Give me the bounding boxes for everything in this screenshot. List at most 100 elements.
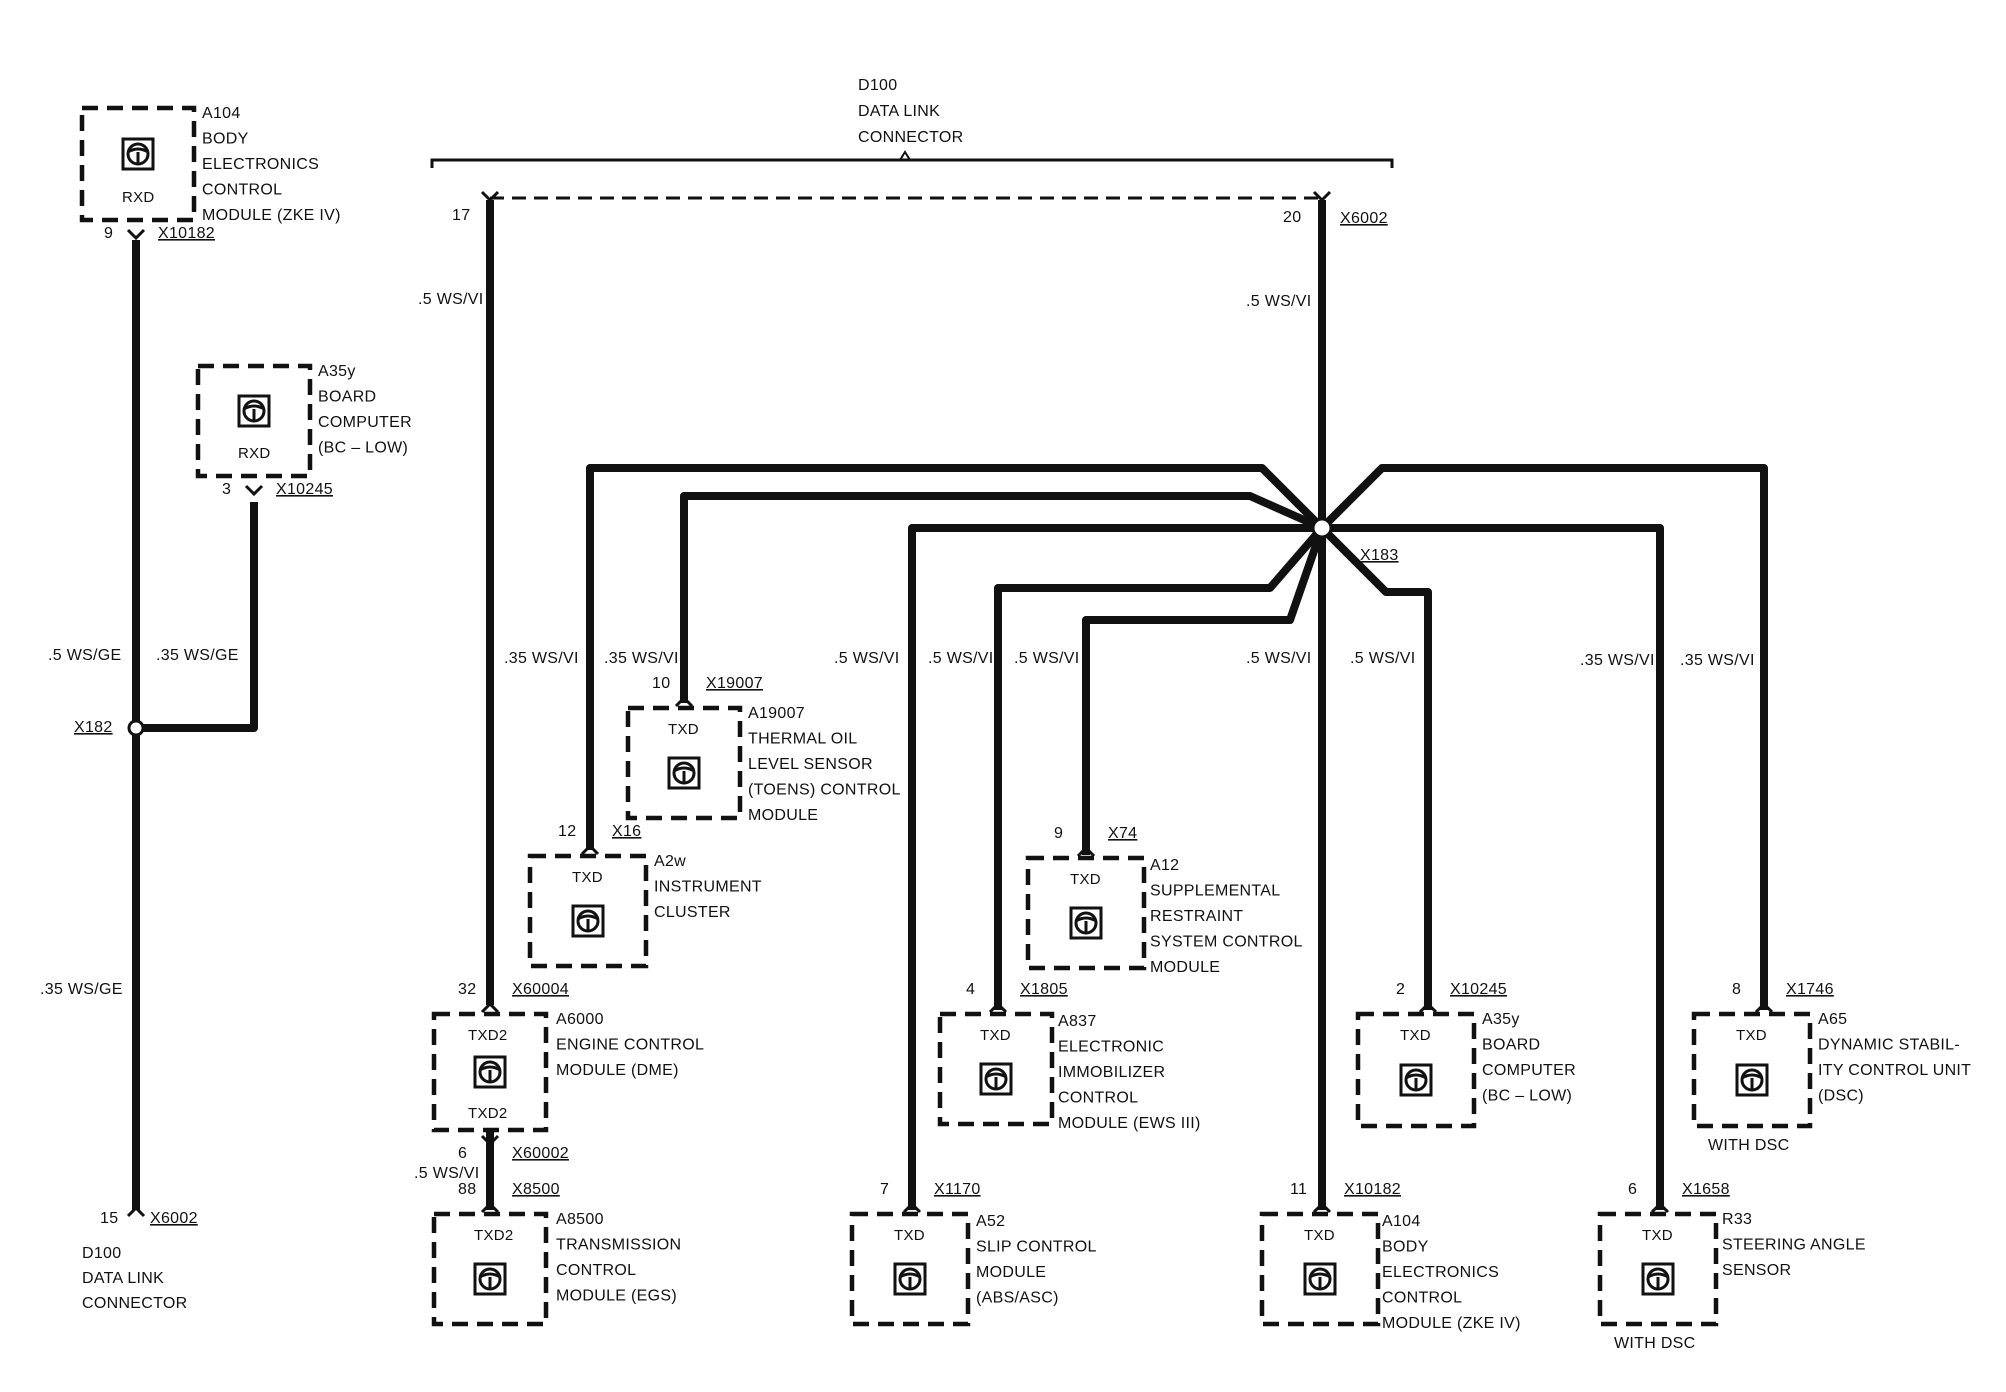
component-label-line: CLUSTER [654, 904, 731, 921]
pin-arrow [126, 228, 146, 241]
component-label-line: A35y [318, 363, 356, 380]
pin-arrow [1312, 1201, 1332, 1214]
wire-a19007 [680, 492, 1324, 703]
component-label-line: BODY [202, 131, 249, 148]
component-note: WITH DSC [1614, 1335, 1696, 1352]
component-label-line: ELECTRONICS [1382, 1264, 1499, 1281]
signal-label: TXD [894, 1227, 925, 1244]
connector-symbol-icon [893, 1262, 927, 1296]
connector-symbol-icon [1069, 906, 1103, 940]
component-label-line: (ABS/ASC) [976, 1290, 1059, 1307]
connector-symbol-icon [1735, 1063, 1769, 1097]
component-label-line: (BC – LOW) [1482, 1088, 1572, 1105]
connector-symbol-icon [571, 904, 605, 938]
connector-id: X10182 [1344, 1181, 1401, 1198]
pin-number: 9 [104, 225, 113, 242]
component-label-line: ITY CONTROL UNIT [1818, 1062, 1971, 1079]
connector-id: X1170 [934, 1181, 981, 1198]
pin-arrow [902, 1201, 922, 1214]
component-box [79, 105, 197, 223]
component-label-line: MODULE (EGS) [556, 1288, 677, 1305]
wire-label-r33: .35 WS/VI [1580, 652, 1655, 669]
bottom-pin-15: 15 [100, 1210, 118, 1227]
wire-label-pin20: .5 WS/VI [1246, 293, 1312, 310]
component-label-line: BODY [1382, 1239, 1429, 1256]
wire-r33 [1322, 524, 1664, 1210]
component-label-line: R33 [1722, 1211, 1752, 1228]
signal-label: RXD [238, 445, 271, 462]
wire-label-ws-ge-035-bot: .35 WS/GE [40, 981, 123, 998]
component-label-line: A52 [976, 1213, 1005, 1230]
component-label-line: RESTRAINT [1150, 908, 1243, 925]
component-label-line: MODULE (DME) [556, 1062, 679, 1079]
wire-label-a65: .35 WS/VI [1680, 652, 1755, 669]
connector-id: X8500 [512, 1181, 560, 1198]
pin-arrow [1076, 845, 1096, 858]
component-label-line: A12 [1150, 857, 1179, 874]
component-label-line: (TOENS) CONTROL [748, 782, 901, 799]
x6002-top: X6002 [1340, 210, 1388, 227]
component-box [1355, 1011, 1477, 1129]
component-note: WITH DSC [1708, 1137, 1790, 1154]
pin-arrow [988, 1001, 1008, 1014]
connector-id-bottom: X60002 [512, 1145, 569, 1162]
component-label-line: CONTROL [556, 1262, 636, 1279]
component-label-line: COMPUTER [318, 414, 412, 431]
component-box [431, 1211, 549, 1327]
connector-symbol-icon [1641, 1262, 1675, 1296]
top-connector-line1: DATA LINK [858, 103, 940, 120]
pin-number: 2 [1396, 981, 1405, 998]
splice-x183-label: X183 [1360, 547, 1399, 564]
wire-a52 [908, 524, 1322, 1210]
pin-arrow [674, 695, 694, 708]
component-box [1597, 1211, 1719, 1327]
bottom-x6002: X6002 [150, 1210, 198, 1227]
wire-label-a837: .5 WS/VI [928, 650, 994, 667]
component-box [1025, 855, 1147, 971]
component-box [1259, 1211, 1381, 1327]
component-box [849, 1211, 971, 1327]
connector-id: X1746 [1786, 981, 1834, 998]
pin-arrow [1418, 1001, 1438, 1014]
pin-arrow [580, 843, 600, 856]
wire-a2w [586, 464, 1325, 850]
signal-label: TXD [1642, 1227, 1673, 1244]
component-label-line: (BC – LOW) [318, 440, 408, 457]
signal-label: TXD [572, 869, 603, 886]
pin-number: 10 [652, 675, 670, 692]
wire-a65 [1319, 464, 1768, 1010]
pin-number: 88 [458, 1181, 476, 1198]
component-label-line: BOARD [318, 389, 376, 406]
component-box [937, 1011, 1055, 1127]
wire-label-a35y-bot: .5 WS/VI [1350, 650, 1416, 667]
signal-label: TXD [668, 721, 699, 738]
component-label-line: THERMAL OIL [748, 731, 857, 748]
pin-number: 7 [880, 1181, 889, 1198]
pin-number: 11 [1290, 1181, 1307, 1198]
component-label-line: CONTROL [1058, 1090, 1138, 1107]
component-label-line: A6000 [556, 1011, 604, 1028]
signal-label: TXD [980, 1027, 1011, 1044]
connector-symbol-icon [1399, 1063, 1433, 1097]
component-box [1691, 1011, 1813, 1129]
wire-label-pin17: .5 WS/VI [418, 291, 484, 308]
component-label-line: TRANSMISSION [556, 1237, 681, 1254]
pin-arrow [1754, 1001, 1774, 1014]
wire-label-ws-ge-035-top: .35 WS/GE [156, 647, 239, 664]
wire-label-a12: .5 WS/VI [1014, 650, 1080, 667]
connector-id: X10245 [1450, 981, 1507, 998]
component-label-line: MODULE [748, 807, 818, 824]
bottom-connector-id: D100 [82, 1245, 121, 1262]
wire-label-a2w: .35 WS/VI [504, 650, 579, 667]
component-label-line: BOARD [1482, 1037, 1540, 1054]
wire-a35y-top [140, 502, 258, 732]
component-label-line: A8500 [556, 1211, 604, 1228]
signal-label-top: TXD2 [468, 1027, 508, 1044]
